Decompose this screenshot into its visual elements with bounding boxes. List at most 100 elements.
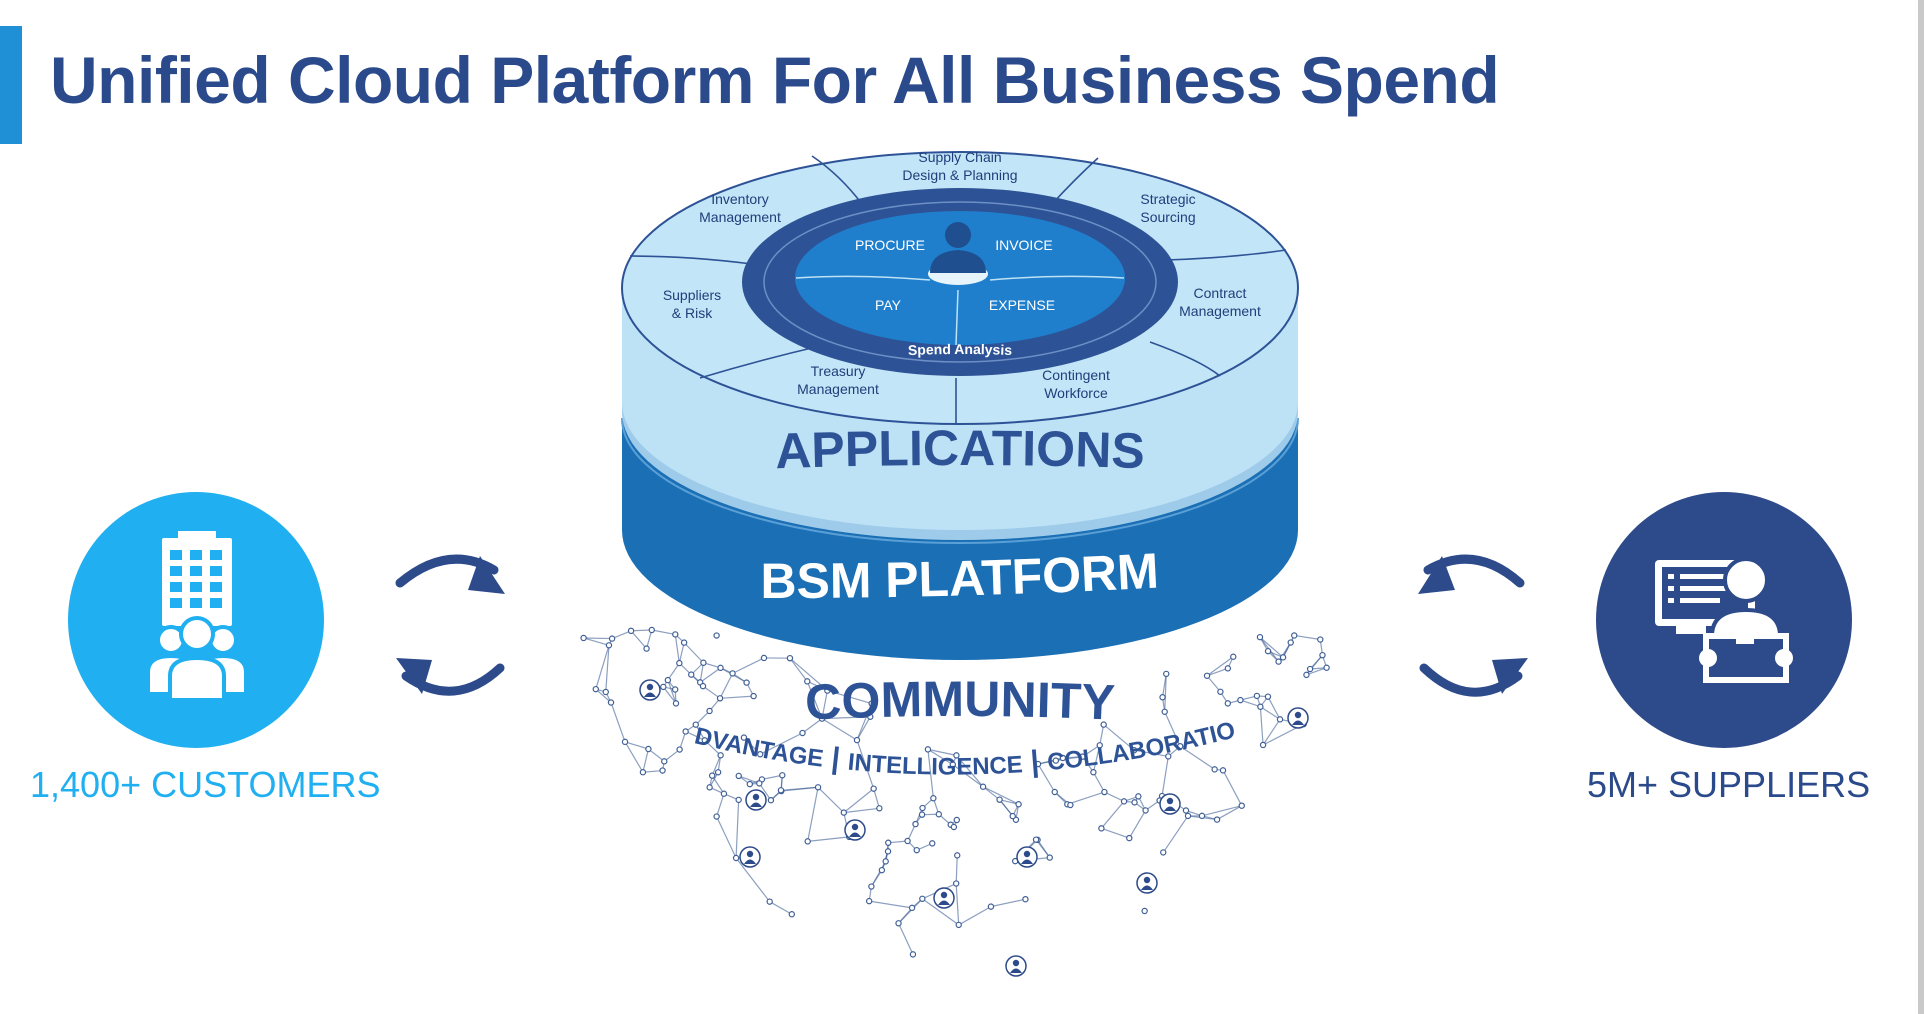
community-member-icon [1287,707,1309,729]
network-link [716,793,725,817]
network-link [1259,706,1264,745]
network-node [732,854,740,862]
network-node [682,728,689,735]
network-node [716,695,724,702]
network-node [713,632,720,639]
network-node [1009,812,1016,820]
network-link [1164,711,1181,747]
network-node [885,839,892,846]
network-node [672,631,679,638]
network-link [843,788,875,814]
network-link [888,840,908,844]
community-member-icon [844,819,866,841]
community-member-icon [1136,872,1158,894]
network-link [856,716,871,741]
network-link [1092,771,1105,793]
network-node [996,796,1003,803]
network-node [979,783,987,790]
network-node [1213,816,1221,823]
bsm-platform-label: BSM PLATFORM [760,543,1160,609]
community-label: COMMUNITY [804,671,1116,731]
network-node [659,767,666,774]
network-node [935,811,942,818]
network-link [702,685,721,699]
network-link [711,775,725,795]
network-link [1134,749,1169,758]
network-node [1306,665,1314,673]
network-node [1101,788,1108,796]
outer-module-line2: & Risk [672,305,713,321]
network-node [743,679,750,686]
network-link [1259,636,1284,658]
network-link [927,748,954,766]
outer-module-line2: Management [1179,303,1261,319]
network-node [1237,696,1244,704]
network-node [1159,694,1166,701]
core-module-label: PAY [875,297,902,313]
pillar-separator: | [1021,744,1048,779]
network-node [788,911,796,918]
network-node [706,707,713,715]
network-node [953,816,960,824]
network-node [661,758,668,765]
network-node [1067,801,1074,809]
network-node [1198,812,1206,820]
network-node [799,729,806,737]
network-link [955,883,960,925]
network-node [1291,632,1298,639]
network-link [843,807,880,814]
network-node [735,772,742,780]
network-node [878,866,886,874]
network-node [1096,742,1103,749]
network-link [1037,763,1056,793]
outer-module-line2: Sourcing [1140,209,1195,225]
network-node [1238,802,1245,809]
network-node [608,635,616,642]
core-dividers [795,275,1125,346]
network-node [699,682,707,690]
network-node [1203,672,1211,679]
network-node [757,751,764,758]
network-node [627,627,635,635]
network-link [780,786,819,791]
network-link [735,857,771,903]
network-link [982,786,1000,801]
network-node [1161,708,1168,715]
network-node [1224,700,1232,707]
network-link [1128,810,1147,839]
network-node [643,645,650,652]
network-link [1100,800,1125,829]
network-link [732,657,765,674]
network-link [716,816,737,859]
community-member-icon [639,679,661,701]
network-link [806,681,823,719]
outer-module-line2: Design & Planning [902,167,1017,183]
network-node [1160,849,1167,856]
supplier-list-icon [1655,557,1793,683]
network-node [1211,766,1218,773]
network-link [1240,699,1261,708]
network-link [982,786,1019,805]
network-link [761,774,783,781]
network-node [918,811,926,818]
network-link [1164,673,1167,712]
network-node [1176,742,1184,750]
network-link [631,629,652,632]
network-link [719,673,734,699]
network-node [777,787,785,794]
outer-module-line1: Strategic [1140,191,1195,207]
network-node [824,687,831,694]
network-link [856,703,873,741]
network-node [1079,753,1086,760]
network-node [1120,798,1128,805]
outer-module-line1: Supply Chain [918,149,1001,165]
core-module-label: EXPENSE [989,297,1055,313]
platform-stack [621,151,1299,660]
network-link [789,657,808,682]
